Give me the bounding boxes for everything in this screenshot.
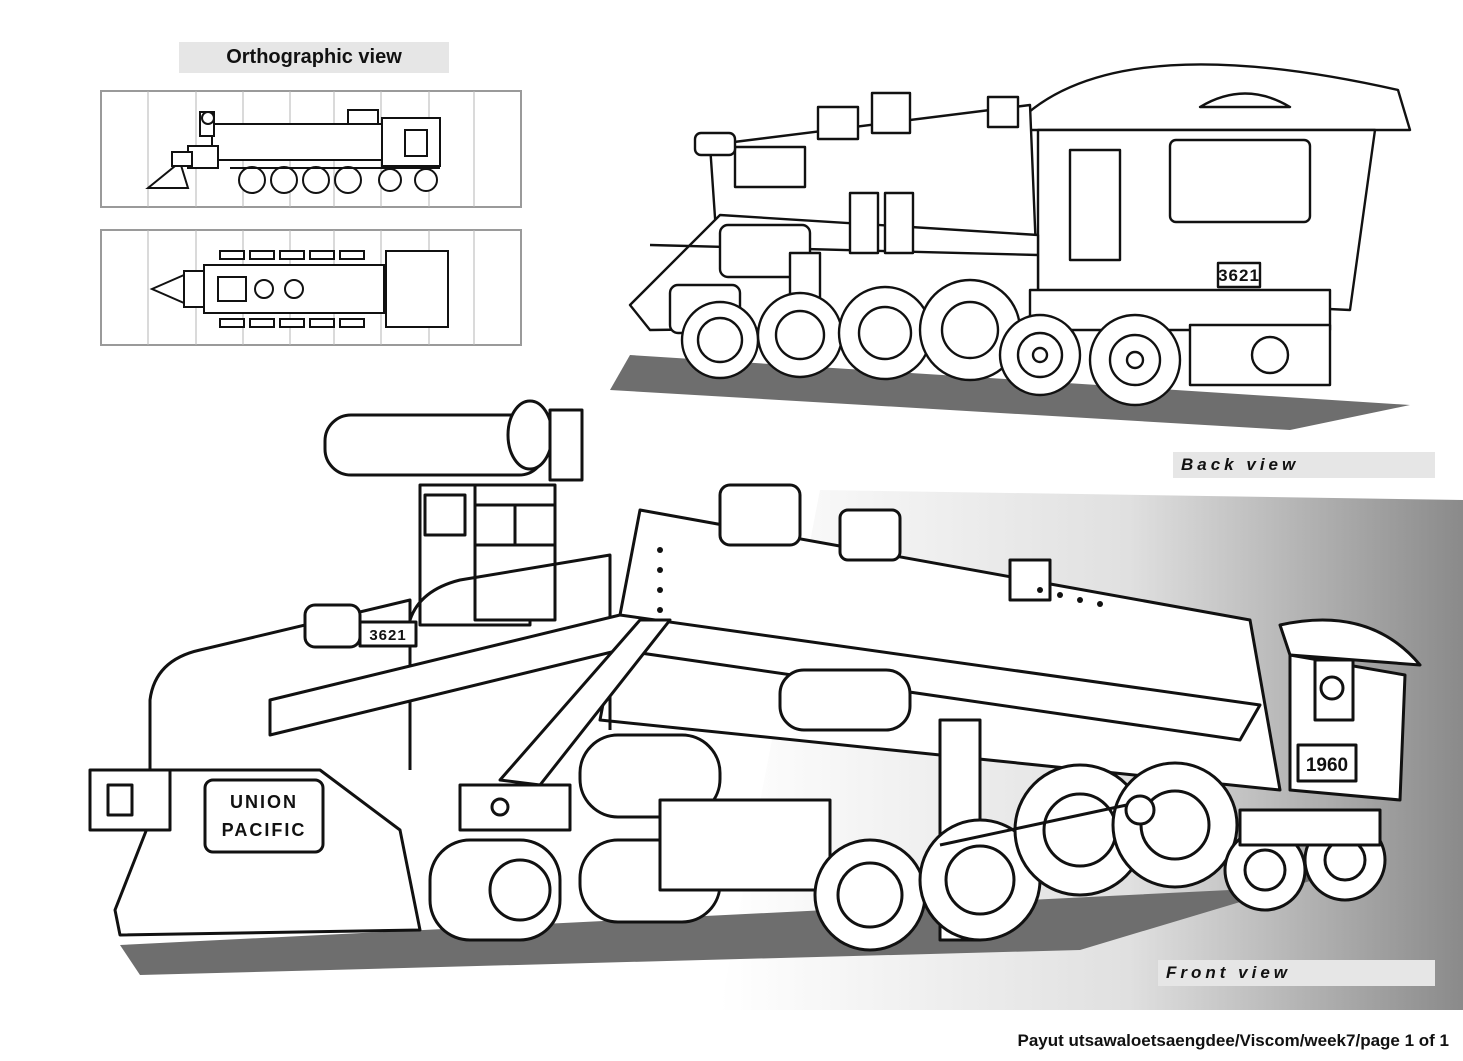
back-view-locomotive: 3621 xyxy=(610,63,1412,430)
front-view-title: Front view xyxy=(1158,960,1435,986)
orthographic-view-title: Orthographic view xyxy=(179,42,449,73)
back-view-title: Back view xyxy=(1173,452,1435,478)
orthographic-top-view xyxy=(100,229,522,346)
pacific-plate-text: PACIFIC xyxy=(222,820,307,840)
cab-number-text: 1960 xyxy=(1306,755,1348,776)
back-view-label: Back view xyxy=(1181,455,1300,474)
orthographic-side-view xyxy=(100,90,522,208)
front-view-locomotive: UNION PACIFIC 3621 1960 xyxy=(88,399,1422,975)
headlight-number-text: 3621 xyxy=(369,627,406,644)
front-view-label: Front view xyxy=(1166,963,1292,982)
author-credit: Payut utsawaloetsaengdee/Viscom/week7/pa… xyxy=(1017,1031,1449,1050)
back-number-plate-text: 3621 xyxy=(1218,266,1260,285)
orthographic-view-label: Orthographic view xyxy=(226,46,402,68)
union-plate-text: UNION xyxy=(230,792,298,812)
